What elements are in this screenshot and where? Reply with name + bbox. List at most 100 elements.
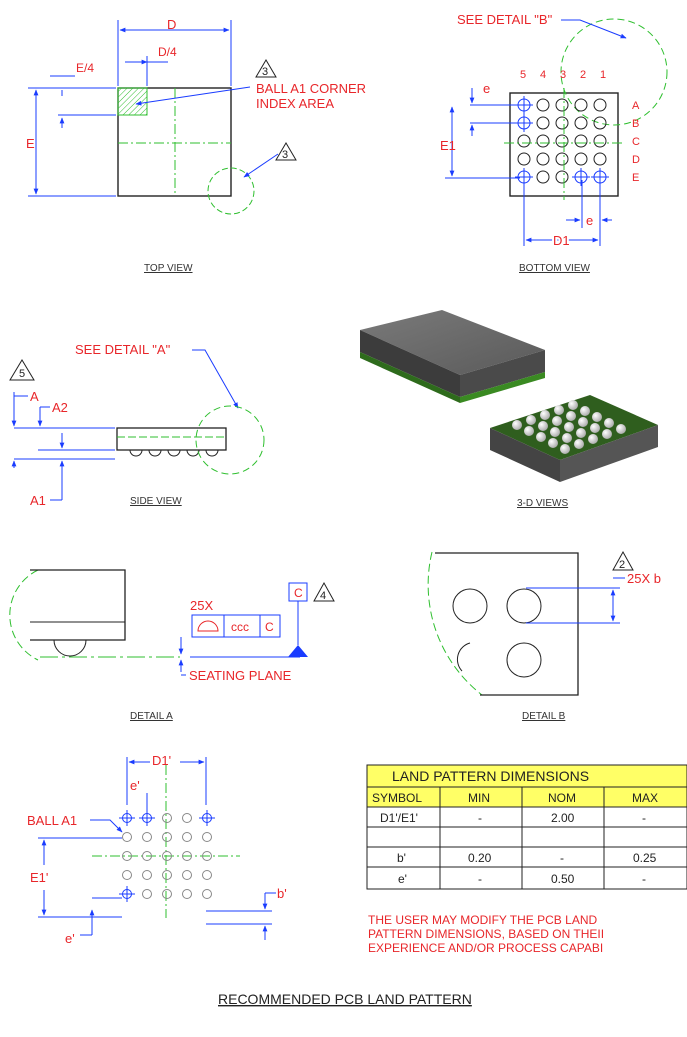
side-ball (186, 449, 200, 457)
land-pad (162, 813, 172, 823)
iso-ball (580, 406, 590, 416)
note3-bottom: 3 (282, 149, 288, 161)
ball-a1-corner-label: BALL A1 CORNER (256, 81, 366, 96)
bottom-ball (517, 152, 531, 166)
index-area-label: INDEX AREA (256, 96, 334, 111)
land-e1p-label: E1' (30, 870, 48, 885)
fcf-datum: C (265, 620, 274, 634)
bottom-ball (593, 134, 607, 148)
th-nom: NOM (548, 791, 576, 805)
datum-c-label: C (294, 586, 303, 600)
see-detail-b-label: SEE DETAIL "B" (457, 12, 553, 27)
iso-ball (590, 423, 600, 433)
fcf-tolerance: ccc (231, 620, 249, 634)
td-r2-c2: 0.50 (551, 872, 575, 886)
land-pad (182, 832, 192, 842)
iso-ball (524, 426, 534, 436)
iso-ball (538, 421, 548, 431)
bottom-ball (536, 98, 550, 112)
td-r0-c0: D1'/E1' (380, 811, 418, 825)
bottom-ball (536, 134, 550, 148)
bottom-col-label: 4 (540, 69, 546, 81)
detail-a-count: 25X (190, 598, 213, 613)
td-r0-c3: - (642, 811, 646, 825)
detail-b-dim: 25X b (627, 571, 661, 586)
land-pad (182, 889, 192, 899)
td-r1-c1: 0.20 (468, 851, 492, 865)
table-title: LAND PATTERN DIMENSIONS (392, 768, 589, 784)
land-pad (182, 870, 192, 880)
seating-plane-label: SEATING PLANE (189, 668, 292, 683)
bottom-ball (517, 134, 531, 148)
ball-a1-label: BALL A1 (27, 813, 77, 828)
iso-ball (588, 434, 598, 444)
land-pattern: D1' e' BALL A1 E1' e' b' RECOMMENDED PCB… (27, 753, 472, 1007)
land-pad (202, 851, 212, 861)
bottom-col-label: 1 (600, 69, 606, 81)
side-view-caption: SIDE VIEW (130, 496, 182, 507)
top-view: D D/4 E/4 E 3 3 BALL A1 CORNER INDEX ARE… (26, 17, 366, 274)
iso-ball (574, 439, 584, 449)
iso-ball (568, 400, 578, 410)
dim-a1-label: A1 (30, 493, 46, 508)
dim-e-label: E (26, 136, 35, 151)
bottom-ball (555, 152, 569, 166)
note-line-2: PATTERN DIMENSIONS, BASED ON THEII (368, 927, 604, 941)
land-pattern-table: LAND PATTERN DIMENSIONS SYMBOL MIN NOM M… (366, 764, 687, 890)
side-ball (129, 449, 143, 457)
land-pad (182, 851, 192, 861)
bottom-col-label: 5 (520, 69, 526, 81)
iso-ball (554, 405, 564, 415)
iso-ball (526, 415, 536, 425)
bottom-ball (555, 116, 569, 130)
iso-ball (602, 429, 612, 439)
dim-d-label: D (167, 17, 176, 32)
detail-b: 2 25X b DETAIL B (427, 550, 661, 722)
land-pad (142, 832, 152, 842)
side-ball (148, 449, 162, 457)
iso-ball (562, 433, 572, 443)
detail-b-caption: DETAIL B (522, 711, 566, 722)
iso-ball (564, 422, 574, 432)
iso-ball (616, 424, 626, 434)
iso-ball (592, 412, 602, 422)
land-pad (202, 870, 212, 880)
th-max: MAX (632, 791, 658, 805)
iso-ball (550, 427, 560, 437)
iso-ball (566, 411, 576, 421)
dim-e-pitch2-label: e (586, 213, 593, 228)
dim-a-label: A (30, 389, 39, 404)
td-r1-c0: b' (397, 851, 406, 865)
land-pattern-title: RECOMMENDED PCB LAND PATTERN (218, 991, 472, 1007)
land-pad (122, 851, 132, 861)
bottom-ball (574, 134, 588, 148)
iso-caption: 3-D VIEWS (517, 498, 568, 509)
bottom-ball (555, 134, 569, 148)
bottom-row-label: D (632, 154, 640, 166)
bottom-ball (593, 152, 607, 166)
land-pad (142, 851, 152, 861)
iso-ball (536, 432, 546, 442)
th-symbol: SYMBOL (372, 791, 422, 805)
note2-label: 2 (619, 559, 625, 571)
iso-ball (540, 410, 550, 420)
iso-ball (576, 428, 586, 438)
td-r2-c3: - (642, 872, 646, 886)
land-ep2-label: e' (65, 931, 75, 946)
iso-ball (578, 417, 588, 427)
land-pad (122, 832, 132, 842)
bottom-row-label: A (632, 100, 640, 112)
bottom-ball (593, 116, 607, 130)
corner-detail-circle (207, 167, 255, 215)
iso-ball (604, 418, 614, 428)
iso-ball (560, 444, 570, 454)
bottom-ball (574, 98, 588, 112)
land-pad (202, 832, 212, 842)
top-view-caption: TOP VIEW (144, 263, 193, 274)
note-line-3: EXPERIENCE AND/OR PROCESS CAPABI (368, 941, 603, 955)
bottom-ball (536, 152, 550, 166)
bottom-ball (536, 170, 550, 184)
fcf-datum-cell (259, 614, 281, 638)
td-r0-c2: 2.00 (551, 811, 575, 825)
